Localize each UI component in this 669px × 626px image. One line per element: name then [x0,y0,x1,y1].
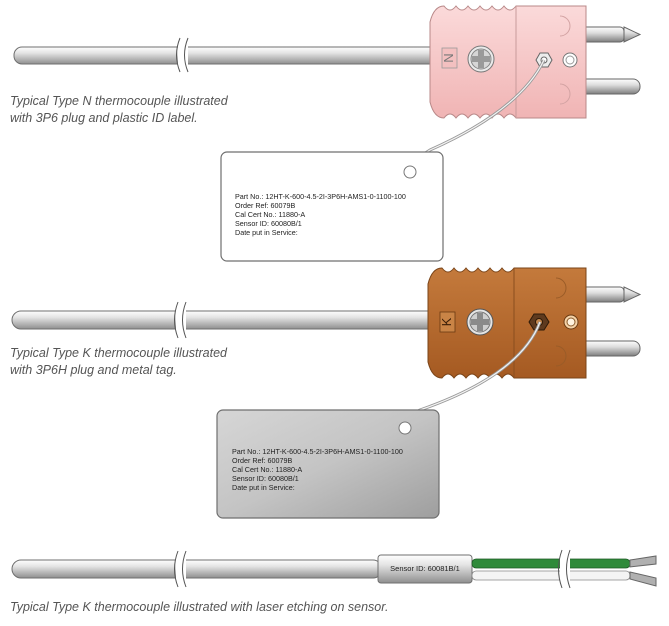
plug-pins [575,26,642,95]
probe-sheath [13,37,439,74]
tag-cal-cert: Cal Cert No.: 11880-A [232,465,302,474]
plug-letter: N [441,53,456,62]
lead-wires [471,549,657,589]
figure-type-k-metal-tag: K Part No.: 12HT-K-600-4.5-2I-3P [10,267,642,519]
tag-sensor-id: Sensor ID: 60080B/1 [232,474,299,483]
tag-part-no: Part No.: 12HT-K-600-4.5-2I-3P6H-AMS1-0-… [232,447,403,456]
plug-letter: K [439,317,454,326]
tag-cal-cert: Cal Cert No.: 11880-A [235,210,305,219]
caption-type-k-line2: with 3P6H plug and metal tag. [10,363,177,377]
terminal-ring-icon [562,52,578,68]
tag-date-in-service: Date put in Service: [232,483,295,492]
figure-type-k-laser-etched: Sensor ID: 60081B/1 Typical Type K therm… [10,549,657,614]
metal-id-tag: Part No.: 12HT-K-600-4.5-2I-3P6H-AMS1-0-… [216,409,440,519]
plug-pins [577,286,642,357]
tag-order-ref: Order Ref: 60079B [235,201,296,210]
plug-screw-icon [467,45,495,73]
figure-type-n: N Part No.: 12HT-K-600 [10,5,642,262]
sensor-etched-id: Sensor ID: 60081B/1 [390,564,460,573]
caption-type-n-line2: with 3P6 plug and plastic ID label. [10,111,198,125]
caption-type-k-line1: Typical Type K thermocouple illustrated [10,346,228,360]
plug-body-pink: N [429,5,587,119]
tag-date-in-service: Date put in Service: [235,228,298,237]
probe-sheath [11,301,439,339]
plug-screw-icon [466,308,494,336]
plastic-id-label: Part No.: 12HT-K-600-4.5-2I-3P6H-AMS1-0-… [220,151,444,262]
plug-body-brown: K [427,267,587,379]
probe-sheath [11,550,383,588]
terminal-ring-icon [563,314,579,330]
tag-order-ref: Order Ref: 60079B [232,456,293,465]
tag-sensor-id: Sensor ID: 60080B/1 [235,219,302,228]
caption-type-n-line1: Typical Type N thermocouple illustrated [10,94,229,108]
caption-laser-etching: Typical Type K thermocouple illustrated … [10,600,388,614]
tag-part-no: Part No.: 12HT-K-600-4.5-2I-3P6H-AMS1-0-… [235,192,406,201]
laser-etched-transition: Sensor ID: 60081B/1 [377,554,473,584]
